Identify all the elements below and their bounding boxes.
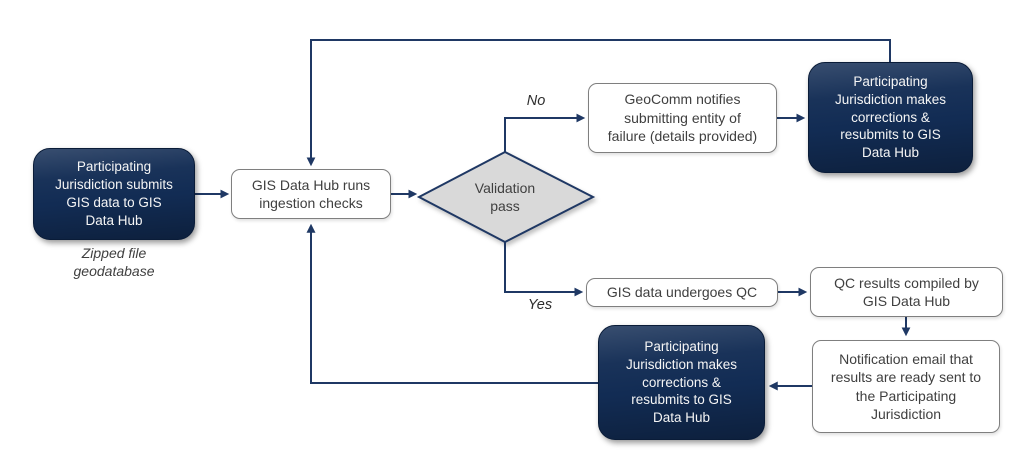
validation-pass-text: Validation pass	[474, 179, 536, 214]
edge-label-yes: Yes	[527, 297, 553, 313]
edge-corrections-bottom-feedback-to-ingestion	[306, 223, 600, 384]
edge-corrections-top-feedback-to-ingestion	[306, 39, 891, 167]
node-notification: Notification email that results are read…	[812, 340, 1000, 433]
node-notification-label: Notification email that results are read…	[830, 350, 982, 422]
node-geocomm-notify-label: GeoComm notifies submitting entity of fa…	[607, 91, 758, 145]
node-corrections-bottom: Participating Jurisdiction makes correct…	[598, 325, 765, 440]
validation-diamond-shape	[416, 150, 596, 244]
edge-label-no: No	[526, 93, 546, 109]
node-corrections-top: Participating Jurisdiction makes correct…	[808, 62, 973, 173]
node-submit: Participating Jurisdiction submits GIS d…	[33, 148, 195, 240]
edge-validation-yes-to-qc	[504, 242, 584, 297]
node-geocomm-notify: GeoComm notifies submitting entity of fa…	[588, 83, 777, 153]
node-ingestion-checks-label: GIS Data Hub runs ingestion checks	[251, 176, 371, 211]
node-corrections-top-label: Participating Jurisdiction makes correct…	[834, 73, 947, 161]
node-validation-label: Validation pass	[435, 171, 575, 223]
node-qc-results: QC results compiled by GIS Data Hub	[810, 267, 1003, 317]
edge-validation-no-to-geocomm	[504, 113, 586, 152]
node-qc: GIS data undergoes QC	[586, 278, 778, 307]
node-qc-label: GIS data undergoes QC	[606, 284, 758, 301]
node-qc-results-label: QC results compiled by GIS Data Hub	[834, 274, 979, 309]
node-submit-label: Participating Jurisdiction submits GIS d…	[55, 159, 173, 228]
node-ingestion-checks: GIS Data Hub runs ingestion checks	[231, 169, 391, 219]
node-corrections-bottom-label: Participating Jurisdiction makes correct…	[625, 338, 738, 426]
node-submit-caption: Zipped file geodatabase	[73, 245, 155, 279]
